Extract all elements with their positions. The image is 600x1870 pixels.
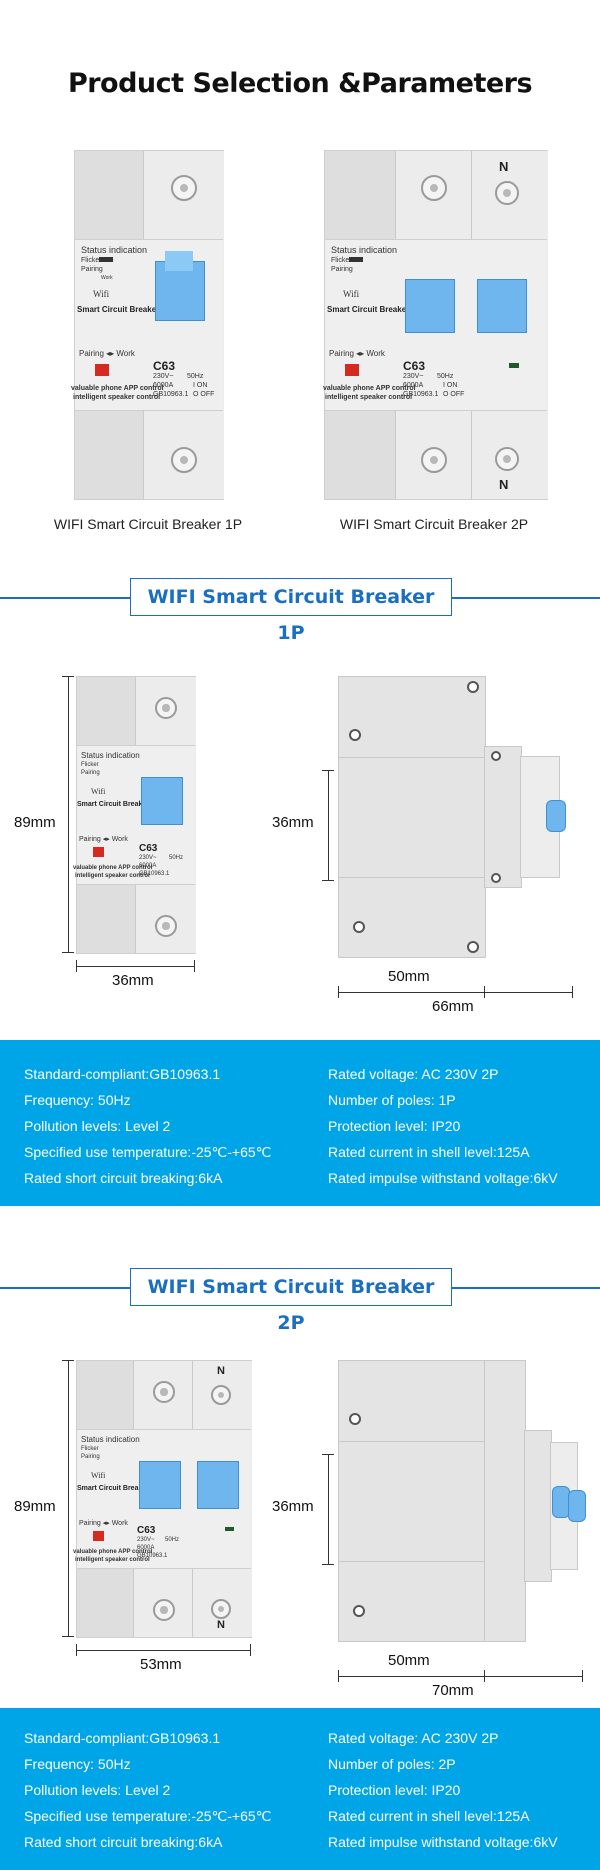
dim-width-1p: 36mm — [112, 972, 154, 989]
front-view-1p: Status indication Flicker Pairing Wifi S… — [73, 676, 196, 954]
screw-icon — [153, 1599, 175, 1621]
screw-icon — [153, 1381, 175, 1403]
pairing-button — [93, 1531, 104, 1541]
product-caption-2p: WIFI Smart Circuit Breaker 2P — [339, 516, 529, 532]
dim-mid-1p: 50mm — [388, 968, 430, 985]
pairing-button — [95, 364, 109, 376]
dim-height-1p: 89mm — [14, 814, 56, 831]
neutral-label: N — [499, 477, 509, 492]
toggle-lever — [197, 1461, 239, 1509]
side-view-1p — [338, 676, 486, 958]
spec-item: Rated short circuit breaking:6kA — [24, 1834, 223, 1850]
pairing-button — [93, 847, 104, 857]
product-caption-1p: WIFI Smart Circuit Breaker 1P — [53, 516, 243, 532]
spec-item: Frequency: 50Hz — [24, 1092, 131, 1108]
spec-item: Rated current in shell level:125A — [328, 1808, 530, 1824]
spec-item: Rated current in shell level:125A — [328, 1144, 530, 1160]
screw-icon — [155, 915, 177, 937]
spec-item: Standard-compliant:GB10963.1 — [24, 1066, 221, 1082]
toggle-lever — [546, 800, 566, 832]
spec-band-1p: Standard-compliant:GB10963.1 Frequency: … — [0, 1040, 600, 1206]
product-image-2p: N N Status indication Flicker Pairing Wi… — [323, 150, 548, 500]
toggle-lever — [405, 279, 455, 333]
spec-band-2p: Standard-compliant:GB10963.1 Frequency: … — [0, 1708, 600, 1870]
spec-item: Pollution levels: Level 2 — [24, 1118, 171, 1134]
spec-item: Specified use temperature:-25℃-+65℃ — [24, 1808, 272, 1824]
screw-icon — [211, 1385, 231, 1405]
product-image-1p: Status indication Flicker Pairing Work W… — [71, 150, 224, 500]
dim-total-1p: 66mm — [432, 998, 474, 1015]
spec-item: Specified use temperature:-25℃-+65℃ — [24, 1144, 272, 1160]
dim-total-2p: 70mm — [432, 1682, 474, 1699]
section-title-2p: WIFI Smart Circuit Breaker 2P — [130, 1268, 452, 1334]
dim-mid-2p: 50mm — [388, 1652, 430, 1669]
neutral-label: N — [499, 159, 509, 174]
screw-icon — [421, 447, 447, 473]
spec-item: Rated impulse withstand voltage:6kV — [328, 1170, 558, 1186]
toggle-lever — [139, 1461, 181, 1509]
screw-icon — [495, 447, 519, 471]
toggle-lever — [568, 1490, 586, 1522]
spec-item: Number of poles: 1P — [328, 1092, 456, 1108]
page-title: Product Selection &Parameters — [67, 68, 533, 99]
neutral-label: N — [217, 1365, 225, 1377]
dim-depth-1p: 36mm — [272, 814, 314, 831]
spec-item: Protection level: IP20 — [328, 1782, 461, 1798]
spec-item: Rated impulse withstand voltage:6kV — [328, 1834, 558, 1850]
screw-icon — [171, 447, 197, 473]
spec-item: Pollution levels: Level 2 — [24, 1782, 171, 1798]
screw-icon — [495, 181, 519, 205]
spec-item: Rated voltage: AC 230V 2P — [328, 1066, 499, 1082]
side-view-2p — [338, 1360, 486, 1642]
dim-height-2p: 89mm — [14, 1498, 56, 1515]
dim-width-2p: 53mm — [140, 1656, 182, 1673]
toggle-lever — [477, 279, 527, 333]
spec-item: Number of poles: 2P — [328, 1756, 456, 1772]
neutral-label: N — [217, 1619, 225, 1631]
toggle-lever — [141, 777, 183, 825]
section-title-1p: WIFI Smart Circuit Breaker 1P — [130, 578, 452, 644]
pairing-button — [345, 364, 359, 376]
spec-item: Frequency: 50Hz — [24, 1756, 131, 1772]
screw-icon — [421, 175, 447, 201]
front-view-2p: N N Status indication Flicker Pairing Wi… — [73, 1360, 252, 1638]
dim-depth-2p: 36mm — [272, 1498, 314, 1515]
spec-item: Rated voltage: AC 230V 2P — [328, 1730, 499, 1746]
spec-item: Rated short circuit breaking:6kA — [24, 1170, 223, 1186]
screw-icon — [211, 1599, 231, 1619]
spec-item: Protection level: IP20 — [328, 1118, 461, 1134]
screw-icon — [171, 175, 197, 201]
screw-icon — [155, 697, 177, 719]
spec-item: Standard-compliant:GB10963.1 — [24, 1730, 221, 1746]
